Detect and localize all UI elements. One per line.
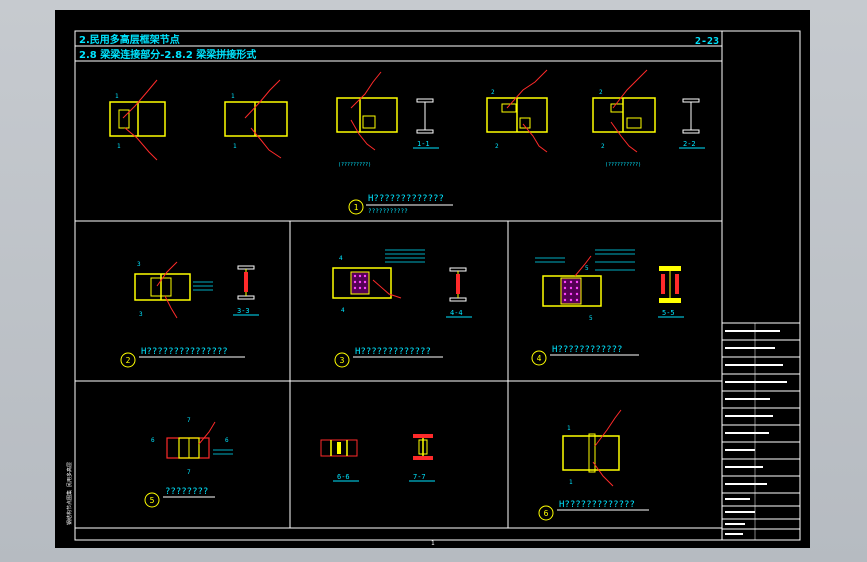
svg-text:7: 7 <box>187 417 191 424</box>
header-title-2: 2.8 梁梁连接部分-2.8.2 梁梁拼接形式 <box>79 48 256 61</box>
svg-text:4: 4 <box>341 307 345 314</box>
svg-text:1: 1 <box>567 425 571 432</box>
svg-text:1: 1 <box>117 143 121 150</box>
svg-text:5: 5 <box>585 265 589 272</box>
panel-1-caption-text: H????????????? <box>368 194 444 204</box>
svg-text:2: 2 <box>599 89 603 96</box>
panel-1-number: 1 <box>354 203 359 212</box>
svg-text:2: 2 <box>491 89 495 96</box>
svg-text:1: 1 <box>233 143 237 150</box>
side-label: 钢结构节点图集 民用多高层 <box>66 462 73 525</box>
page-footer: 1 <box>431 540 435 547</box>
svg-text:6: 6 <box>225 437 229 444</box>
panel-3-number: 3 <box>340 356 345 365</box>
panel-6-number: 6 <box>544 509 549 518</box>
drawing-sheet: 2.民用多高层框架节点 2.8 梁梁连接部分-2.8.2 梁梁拼接形式 2-23… <box>55 10 810 548</box>
panel-1-annotation-left: (?????????) <box>338 162 371 168</box>
section-label-7-7: 7-7 <box>413 473 426 481</box>
drawing-frame <box>74 30 801 541</box>
section-label-1-1: 1-1 <box>417 140 430 148</box>
panel-3-caption-text: H????????????? <box>355 347 431 357</box>
panel-2-caption: 2 H??????????????? <box>120 347 245 368</box>
section-label-4-4: 4-4 <box>450 309 463 317</box>
svg-text:3: 3 <box>139 311 143 318</box>
drawing-svg: 2.民用多高层框架节点 2.8 梁梁连接部分-2.8.2 梁梁拼接形式 2-23… <box>66 30 801 547</box>
panel-4-number: 4 <box>537 354 542 363</box>
panel-4-detail: 5 5 5-5 <box>535 249 684 322</box>
panel-1-details: 1 1 1 1 (?????????) 1-1 <box>109 69 705 168</box>
svg-text:5: 5 <box>589 315 593 322</box>
panel-3-caption: 3 H????????????? <box>334 347 443 368</box>
panel-5-caption-text: ???????? <box>165 487 208 497</box>
sheet-number: 2-23 <box>695 36 719 47</box>
panel-6-caption-text: H????????????? <box>559 500 635 510</box>
svg-text:6: 6 <box>151 437 155 444</box>
title-block <box>722 322 800 540</box>
section-label-5-5: 5-5 <box>662 309 675 317</box>
panel-2-detail: 3 3 3-3 <box>134 261 259 319</box>
svg-text:4: 4 <box>339 255 343 262</box>
svg-text:7: 7 <box>187 469 191 476</box>
svg-text:2: 2 <box>495 143 499 150</box>
panel-1-subcaption: ??????????? <box>368 208 408 215</box>
svg-text:1: 1 <box>231 93 235 100</box>
panel-1-annotation-right: (??????????) <box>605 162 641 168</box>
panel-6-caption: 6 H????????????? <box>538 500 649 521</box>
svg-text:1: 1 <box>115 93 119 100</box>
panel-5-detail: 7 6 6 7 <box>151 417 233 476</box>
header-title-1: 2.民用多高层框架节点 <box>79 33 180 46</box>
panel-1-caption: 1 H????????????? ??????????? <box>348 194 453 215</box>
panel-4-caption: 4 H???????????? <box>531 345 639 366</box>
panel-6-detail: 1 1 <box>562 409 622 487</box>
panel-5-number: 5 <box>150 496 155 505</box>
sections-6-7: 6-6 7-7 <box>320 434 435 482</box>
svg-text:1: 1 <box>569 479 573 486</box>
panel-5-caption: 5 ???????? <box>144 487 215 508</box>
panel-2-number: 2 <box>126 356 131 365</box>
panel-2-caption-text: H??????????????? <box>141 347 228 357</box>
section-label-2-2: 2-2 <box>683 140 696 148</box>
svg-text:3: 3 <box>137 261 141 268</box>
section-label-6-6: 6-6 <box>337 473 350 481</box>
section-label-3-3: 3-3 <box>237 307 250 315</box>
panel-3-detail: 4 4 4-4 <box>332 249 472 318</box>
panel-4-caption-text: H???????????? <box>552 345 622 355</box>
svg-text:2: 2 <box>601 143 605 150</box>
